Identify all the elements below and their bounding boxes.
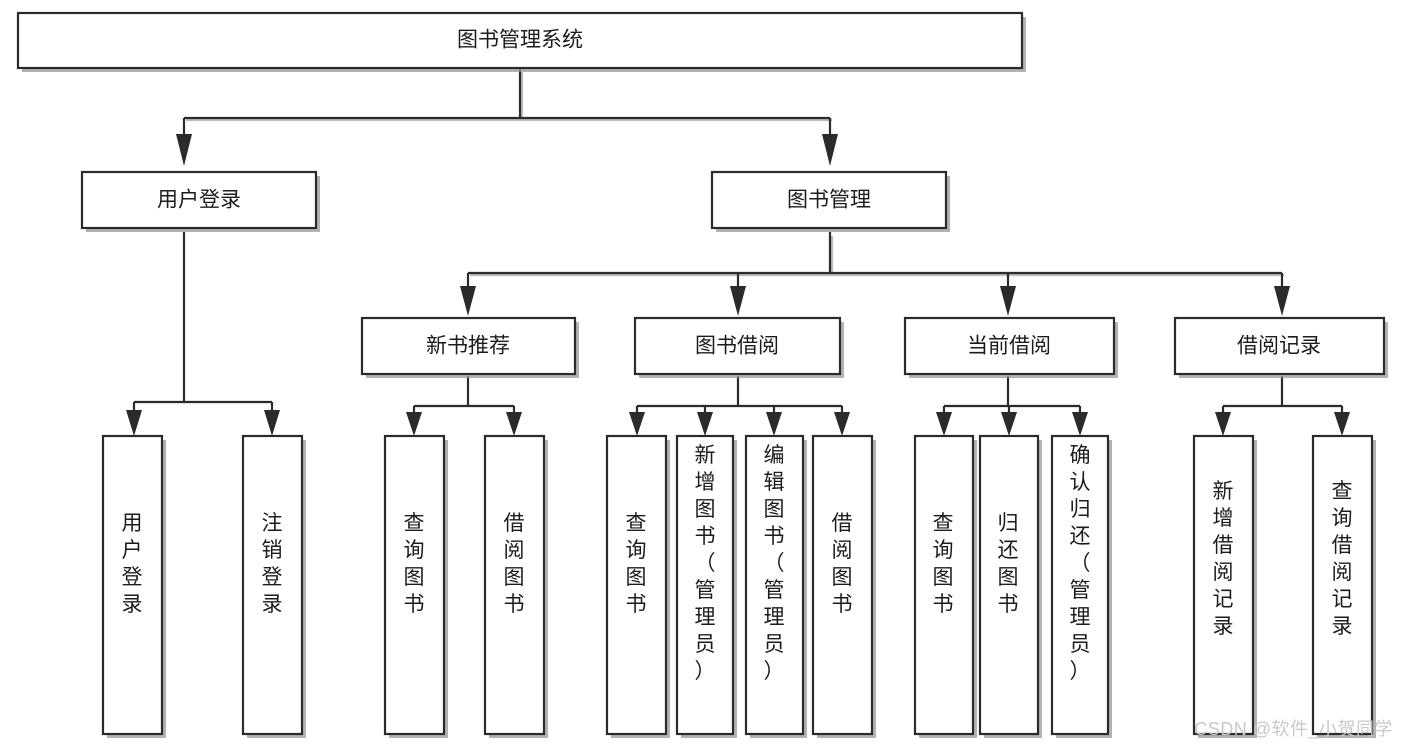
leaf-query-record-label: 查询借阅记录 [1332, 480, 1353, 638]
leaf-edit-book-rect[interactable] [744, 434, 805, 736]
arrow-to-leaf-borrow-book-1 [506, 412, 522, 436]
arrow-to-leaf-query-book-3 [936, 412, 952, 436]
arrow-to-leaf-query-book-2 [629, 412, 645, 436]
leaf-query-book-1-rect[interactable] [383, 434, 446, 736]
book-manage-to-level3-connector [466, 232, 1284, 288]
node-leaf-query-book-1[interactable]: 查询图书 [383, 434, 448, 738]
book-manage-rect[interactable] [710, 170, 948, 230]
arrow-to-new-book-recommend [460, 286, 476, 316]
arrow-to-leaf-add-record [1215, 412, 1231, 436]
arrow-to-leaf-query-record [1334, 412, 1350, 436]
leaf-add-book-label: 新增图书（管理员） [695, 444, 716, 683]
borrow-record-bus [1221, 376, 1344, 414]
leaf-query-record-rect[interactable] [1311, 434, 1374, 736]
leaf-confirm-return-rect[interactable] [1050, 434, 1110, 736]
arrow-to-book-borrow [730, 286, 746, 316]
node-leaf-query-book-3[interactable]: 查询图书 [913, 434, 977, 738]
node-leaf-confirm-return[interactable]: 确认归还（管理员） [1050, 434, 1112, 738]
leaf-query-book-2-label: 查询图书 [626, 512, 647, 616]
root-bus-shadow [186, 72, 832, 122]
leaf-borrow-book-2-rect[interactable] [811, 434, 874, 736]
arrow-to-leaf-logout-login [264, 410, 280, 436]
connector-layer [126, 68, 1350, 436]
leaf-return-book-label: 归还图书 [998, 512, 1019, 616]
arrow-to-leaf-user-login [126, 410, 142, 436]
leaf-add-record-label: 新增借阅记录 [1213, 480, 1234, 638]
node-leaf-add-record[interactable]: 新增借阅记录 [1192, 434, 1257, 738]
arrow-to-leaf-borrow-book-2 [834, 412, 850, 436]
root-rect[interactable] [16, 11, 1024, 70]
root-label: 图书管理系统 [457, 29, 583, 52]
node-leaf-borrow-book-2[interactable]: 借阅图书 [811, 434, 876, 738]
borrow-record-rect[interactable] [1173, 316, 1386, 376]
node-leaf-edit-book[interactable]: 编辑图书（管理员） [744, 434, 807, 738]
arrow-to-leaf-add-book [697, 412, 713, 436]
node-user-login[interactable]: 用户登录 [80, 170, 320, 232]
csdn-watermark: CSDN @软件_小贺同学 [1194, 719, 1393, 739]
book-manage-bus-shadow [470, 236, 1284, 277]
arrow-to-leaf-confirm-return [1072, 412, 1088, 436]
book-borrow-bus [635, 376, 844, 414]
leaf-user-login-label: 用户登录 [122, 512, 143, 616]
borrow-record-label: 借阅记录 [1237, 335, 1321, 358]
leaf-user-login-rect[interactable] [101, 434, 164, 736]
leaf-add-book-rect[interactable] [675, 434, 735, 736]
user-login-label: 用户登录 [157, 189, 241, 212]
new-book-recommend-rect[interactable] [360, 316, 577, 376]
root-to-level2-connector [182, 68, 832, 136]
arrow-to-leaf-edit-book [766, 412, 782, 436]
leaf-query-book-3-label: 查询图书 [933, 512, 954, 616]
leaf-add-record-rect[interactable] [1192, 434, 1255, 736]
node-book-manage[interactable]: 图书管理 [710, 170, 950, 232]
node-new-book-recommend[interactable]: 新书推荐 [360, 316, 579, 378]
book-borrow-rect[interactable] [633, 316, 842, 376]
node-leaf-query-book-2[interactable]: 查询图书 [605, 434, 670, 738]
node-leaf-logout-login[interactable]: 注销登录 [241, 434, 306, 738]
current-borrow-rect[interactable] [903, 316, 1116, 376]
current-borrow-bus [942, 376, 1082, 414]
leaf-borrow-book-1-label: 借阅图书 [504, 512, 525, 616]
node-leaf-borrow-book-1[interactable]: 借阅图书 [483, 434, 548, 738]
arrow-to-borrow-record [1274, 286, 1290, 316]
node-borrow-record[interactable]: 借阅记录 [1173, 316, 1388, 378]
leaf-borrow-book-1-rect[interactable] [483, 434, 546, 736]
node-leaf-user-login[interactable]: 用户登录 [101, 434, 166, 738]
leaf-query-book-1-label: 查询图书 [404, 512, 425, 616]
leaf-logout-login-rect[interactable] [241, 434, 304, 736]
book-borrow-label: 图书借阅 [695, 335, 779, 358]
new-book-recommend-bus [412, 376, 516, 414]
leaf-edit-book-label: 编辑图书（管理员） [764, 444, 785, 683]
user-login-bus [132, 232, 274, 412]
node-leaf-add-book[interactable]: 新增图书（管理员） [675, 434, 737, 738]
arrow-to-leaf-query-book-1 [406, 412, 422, 436]
arrow-to-leaf-return-book [1001, 412, 1017, 436]
book-manage-label: 图书管理 [787, 189, 871, 212]
leaf-return-book-rect[interactable] [978, 434, 1040, 736]
node-leaf-query-record[interactable]: 查询借阅记录 [1311, 434, 1376, 738]
arrow-to-book-manage [822, 134, 838, 166]
leaf-query-book-3-rect[interactable] [913, 434, 975, 736]
node-root[interactable]: 图书管理系统 [16, 11, 1026, 72]
leaf-logout-login-label: 注销登录 [262, 512, 283, 616]
new-book-recommend-label: 新书推荐 [426, 335, 510, 358]
node-current-borrow[interactable]: 当前借阅 [903, 316, 1118, 378]
node-book-borrow[interactable]: 图书借阅 [633, 316, 844, 378]
node-leaf-return-book[interactable]: 归还图书 [978, 434, 1042, 738]
current-borrow-label: 当前借阅 [967, 335, 1051, 358]
leaf-confirm-return-label: 确认归还（管理员） [1070, 444, 1091, 683]
arrow-to-current-borrow [1000, 286, 1016, 316]
arrow-to-user-login [176, 134, 192, 166]
leaf-query-book-2-rect[interactable] [605, 434, 668, 736]
user-login-rect[interactable] [80, 170, 318, 230]
leaf-borrow-book-2-label: 借阅图书 [832, 512, 853, 616]
